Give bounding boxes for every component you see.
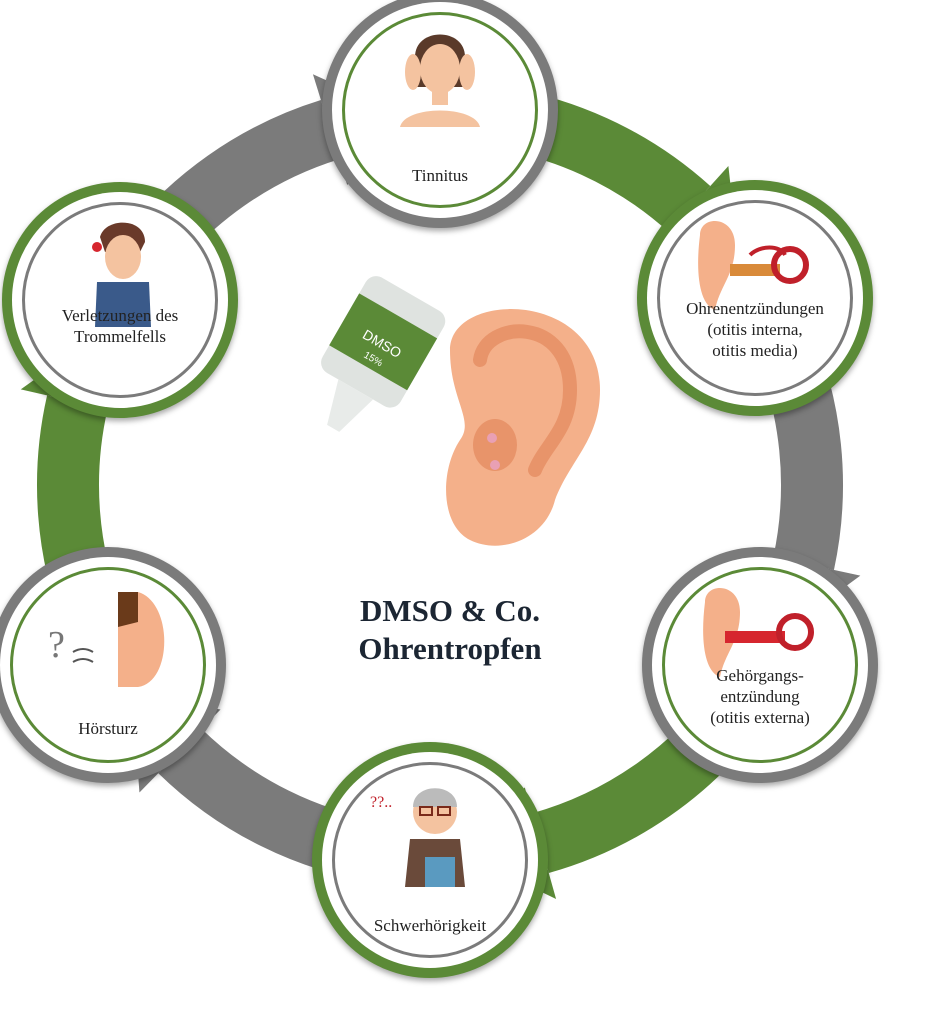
ear-canal-inflammation-icon [703, 588, 814, 677]
node-label: Tinnitus [349, 165, 531, 186]
node-tinnitus: Tinnitus [322, 0, 558, 228]
node-label-line: Schwerhörigkeit [373, 916, 487, 935]
hoersturz-illustration: ? [13, 582, 203, 687]
node-label-line: (otitis interna, [707, 320, 803, 339]
trommelfell-illustration [25, 217, 215, 327]
title-line-1: DMSO & Co. [360, 593, 540, 628]
node-ohrenentzuendungen: Ohrenentzündungen (otitis interna, otitis … [637, 180, 873, 416]
ohrenentzuendungen-illustration [660, 215, 850, 315]
node-label-line: Hörsturz [78, 719, 138, 738]
node-schwerhoerigkeit: ??.. Schwerhörigkeit [312, 742, 548, 978]
ear-drops-illustration: DMSO 15% [300, 270, 620, 565]
schwerhoerigkeit-illustration: ??.. [335, 777, 525, 887]
node-label-line: Trommelfells [74, 327, 166, 346]
woman-covering-ears-icon [400, 34, 480, 127]
elderly-man-hearing-icon: ??.. [370, 788, 465, 887]
node-label: Hörsturz [17, 718, 199, 739]
node-label: Gehörgangs-entzündung (otitis externa) [669, 665, 851, 728]
ear-hearing-loss-icon: ? [48, 592, 165, 687]
gehoergang-illustration [665, 582, 855, 682]
dropper-bottle-icon: DMSO 15% [321, 276, 446, 432]
node-label-line: Ohrenentzündungen [686, 299, 824, 318]
svg-text:??..: ??.. [370, 794, 392, 811]
node-gehoergang: Gehörgangs-entzündung (otitis externa) [642, 547, 878, 783]
diagram-title: DMSO & Co. Ohrentropfen [300, 592, 600, 668]
node-label-line: Gehörgangs- [716, 666, 804, 685]
node-label-line: Tinnitus [411, 166, 469, 185]
inner-ear-anatomy-icon [698, 221, 809, 310]
node-label: Schwerhörigkeit [339, 915, 521, 936]
node-label-line: otitis media) [712, 341, 798, 360]
svg-text:?: ? [48, 624, 65, 666]
title-line-2: Ohrentropfen [358, 631, 542, 666]
node-hoersturz: ? Hörsturz [0, 547, 226, 783]
node-label-line: entzündung [720, 687, 800, 706]
ear-icon [446, 309, 600, 546]
node-label-line: (otitis externa) [710, 708, 810, 727]
man-holding-ear-in-pain-icon [92, 222, 151, 327]
node-label: Ohrenentzündungen (otitis interna, otitis … [664, 298, 846, 361]
node-label-line: Verletzungen des [61, 306, 179, 325]
tinnitus-illustration [345, 27, 535, 127]
